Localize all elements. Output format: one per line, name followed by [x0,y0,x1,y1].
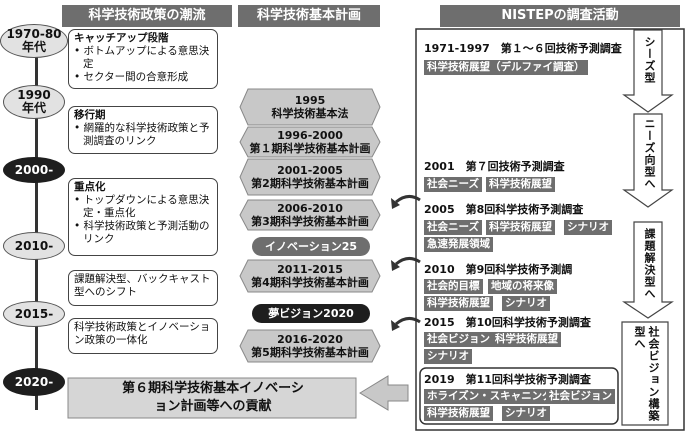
survey-2019-box [419,367,619,425]
era-2020: 2020- [3,368,65,396]
era-2010: 2010- [3,232,65,260]
tag: シナリオ [502,296,550,311]
tag: 科学技術展望 [424,296,493,311]
future-left-arrow [359,375,409,411]
policy-bullet: • 網羅的な科学技術政策と予測調査のリンク [74,122,210,147]
policy-box-catchup: キャッチアップ段階 • ボトムアップによる意思決定 • セクター間の合意形成 [68,29,218,89]
phase-seeds: シーズ型 [643,36,656,84]
policy-box-focus: 重点化 • トップダウンによる意思決定・重点化 • 科学技術政策と予測活動のリン… [68,178,218,256]
survey-2019: 2019 第11回科学技術予測調査 [424,373,591,386]
tag: 社会ビジョン [424,332,493,347]
header-policy: 科学技術政策の潮流 [62,5,232,27]
policy-bullet: • ボトムアップによる意思決定 [74,45,210,70]
header-nistep: NISTEPの調査活動 [440,5,680,27]
policy-title: 重点化 [74,181,106,193]
plan-shape-1995 [239,88,381,126]
survey-2010: 2010 第9回科学技術予測調 [424,263,573,276]
tag: 科学技術展望 [486,220,555,235]
policy-title: 課題解決型、バックキャスト型へのシフト [74,273,211,298]
curve-arrow-2005 [395,195,421,204]
phase-problem: 課題解決型へ [643,228,656,300]
pill-innovation25: イノベーション25 [252,237,370,256]
plan-shape-2011 [239,259,381,293]
tag: 社会ビジョン [546,389,615,404]
tag: 科学技術展望（デルファイ調査） [424,60,588,75]
policy-bullet: • セクター間の合意形成 [74,71,189,83]
policy-box-transition: 移行期 • 網羅的な科学技術政策と予測調査のリンク [68,106,218,154]
era-1970s: 1970-80 年代 [0,24,68,58]
future-box [67,377,357,419]
tag: 地域の将来像 [488,279,557,294]
tag: 社会ニーズ [424,220,482,235]
plan-shape-2016 [239,329,381,363]
survey-2001: 2001 第７回技術予測調査 [424,160,565,173]
nistep-frame [415,28,685,431]
policy-title: キャッチアップ段階 [74,32,169,44]
tag: シナリオ [502,406,550,421]
policy-bullet: • 科学技術政策と予測活動のリンク [74,220,210,245]
curve-arrow-2010 [395,257,421,266]
policy-bullet: • トップダウンによる意思決定・重点化 [74,194,210,219]
phase-needs: ニーズ向型へ [643,118,656,190]
tag: 社会ニーズ [424,177,482,192]
tag: 社会的目標 [424,279,483,294]
tag: 科学技術展望 [486,177,555,192]
plan-shape-1996 [239,126,381,158]
survey-2015: 2015 第10回科学技術予測調査 [424,316,591,329]
phase-arrow-4 [621,321,669,426]
tag: シナリオ [424,349,472,364]
future-text: 第６期科学技術基本イノベーション計画等への貢献 [122,381,304,414]
policy-box-integration: 科学技術政策とイノベーション政策の一体化 [68,318,218,354]
phase-arrow-1 [622,29,674,113]
survey-2005: 2005 第8回科学技術予測調査 [424,203,584,216]
plan-shape-2006 [239,199,381,231]
policy-title: 科学技術政策とイノベーション政策の一体化 [74,321,211,346]
tag: シナリオ [564,220,612,235]
timeline-line [35,30,38,410]
tag: 科学技術展望 [492,332,561,347]
policy-box-backcast: 課題解決型、バックキャスト型へのシフト [68,270,218,306]
tag: 急速発展領域 [424,237,493,252]
era-2015: 2015- [3,301,65,327]
phase-arrow-2 [622,113,674,208]
phase-vision: 社会ビジョン構築型へ [633,326,660,422]
survey-1971: 1971-1997 第１～６回技術予測調査 [424,42,622,55]
curve-arrow-2015 [395,317,421,326]
policy-title: 移行期 [74,109,106,121]
tag: 科学技術展望 [424,406,493,421]
phase-arrow-3 [622,221,674,319]
era-1990s: 1990 年代 [3,85,65,119]
pill-dream-vision: 夢ビジョン2020 [252,304,370,323]
plan-shape-2001 [239,158,381,196]
header-plan: 科学技術基本計画 [238,5,380,27]
tag: ホライズン・スキャニング [424,389,556,404]
era-2000: 2000- [3,157,65,183]
